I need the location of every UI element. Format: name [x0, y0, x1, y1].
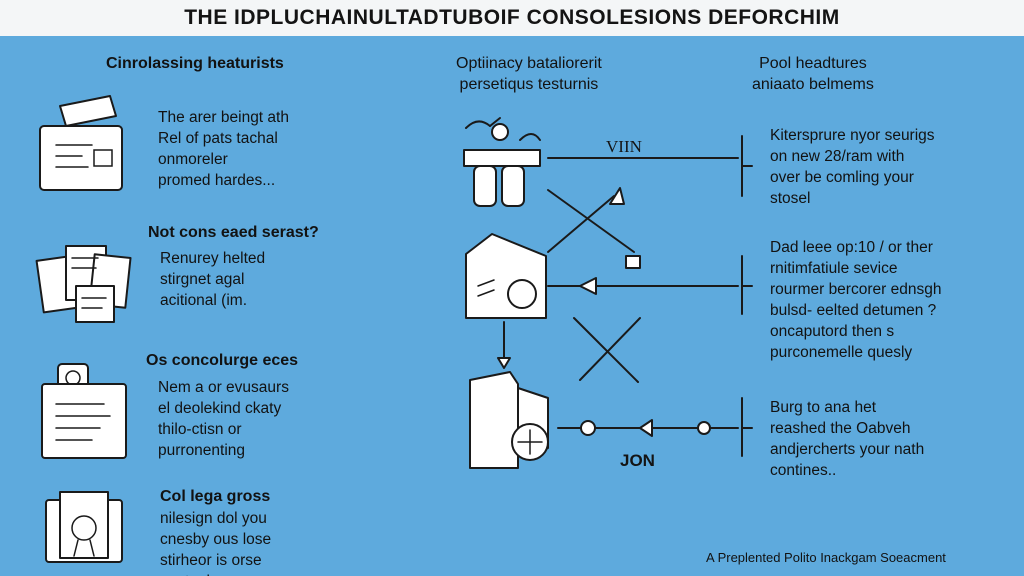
right-text-2: Dad leee op:10 / or ther rnitimfatiule s… — [770, 237, 941, 363]
right-header: Pool headtures aniaato belmems — [752, 53, 874, 95]
right-text-1: Kitersprure nyor seurigs on new 28/ram w… — [770, 125, 935, 209]
right-text-3: Burg to ana het reashed the Oabveh andje… — [770, 397, 924, 481]
left-text-2: Renurey helted stirgnet agal acitional (… — [160, 248, 265, 311]
left-text-2-line-1: Renurey helted — [160, 250, 266, 267]
left-text-1-line-2: Rel of pats tachal — [158, 130, 278, 147]
right-text-2-line-6: purconemelle quesly — [770, 344, 913, 361]
right-header-line-1: Pool headtures — [759, 55, 867, 72]
left-text-3-line-3: thilo-ctisn or — [158, 421, 242, 438]
left-text-3-line-2: el deolekind ckaty — [158, 400, 282, 417]
left-heading-1: Cinrolassing heaturists — [106, 55, 284, 72]
right-text-3-line-2: reashed the Oabveh — [770, 420, 911, 437]
left-text-4: nilesign dol you cnesby ous lose stirheo… — [160, 508, 271, 576]
filter-device-icon — [463, 117, 541, 207]
right-text-1-line-2: on new 28/ram with — [770, 148, 905, 165]
connector-label-top: VIIN — [606, 137, 642, 156]
document-tray-icon — [39, 95, 123, 191]
left-text-4-line-3: stirheor is orse — [160, 552, 262, 569]
left-text-2-line-3: acitional (im. — [160, 292, 247, 309]
footer-caption: A Preplented Polito Inackgam Soeacment — [706, 550, 946, 565]
left-text-4-line-4: contonls — [160, 571, 271, 576]
left-heading-3: Os concolurge eces — [146, 352, 299, 369]
left-text-1: The arer beingt ath Rel of pats tachal o… — [158, 107, 289, 191]
left-text-1-line-3: onmoreler — [158, 151, 228, 168]
right-text-3-line-4: contines.. — [770, 462, 837, 479]
left-text-3: Nem a or evusaurs el deolekind ckaty thi… — [158, 377, 289, 461]
paper-stack-icon — [35, 245, 132, 323]
connector-label-bottom: JON — [620, 451, 655, 470]
middle-header-line-2: persetiqus testurnis — [459, 76, 599, 93]
page-title: THE IDPLUCHAINULTADTUBOIF CONSOLESIONS D… — [184, 6, 840, 29]
certificate-icon — [45, 491, 123, 563]
right-text-1-line-3: over be comling your — [770, 169, 914, 186]
right-text-2-line-5: oncaputord then s — [770, 323, 895, 340]
house-gauge-icon — [465, 233, 547, 319]
machine-dial-icon — [469, 371, 549, 469]
clipboard-icon — [41, 363, 127, 459]
right-text-2-line-3: rourmer bercorer ednsgh — [770, 281, 942, 298]
right-text-3-line-1: Burg to ana het — [770, 399, 876, 416]
title-bar: THE IDPLUCHAINULTADTUBOIF CONSOLESIONS D… — [0, 0, 1024, 36]
left-text-3-line-4: purronenting — [158, 442, 246, 459]
right-header-line-2: aniaato belmems — [752, 76, 874, 93]
right-text-2-line-2: rnitimfatiule sevice — [770, 260, 898, 277]
left-text-4-line-2: cnesby ous lose — [160, 531, 272, 548]
left-text-2-line-2: stirgnet agal — [160, 271, 245, 288]
left-heading-2: Not cons eaed serast? — [148, 224, 319, 241]
middle-header: Optiinacy bataliorerit persetiqus testur… — [456, 53, 602, 95]
right-text-3-line-3: andjercherts your nath — [770, 441, 925, 458]
left-text-3-line-1: Nem a or evusaurs — [158, 379, 289, 396]
right-text-2-line-4: bulsd- eelted detumen ? — [770, 302, 937, 319]
left-text-4-line-1: nilesign dol you — [160, 510, 267, 527]
middle-header-line-1: Optiinacy bataliorerit — [456, 55, 602, 72]
left-heading-4: Col lega gross — [160, 488, 271, 505]
right-text-1-line-1: Kitersprure nyor seurigs — [770, 127, 935, 144]
right-text-1-line-4: stosel — [770, 190, 811, 207]
left-text-1-line-1: The arer beingt ath — [158, 109, 289, 126]
right-text-2-line-1: Dad leee op:10 / or ther — [770, 239, 933, 256]
left-text-1-line-4: promed hardes... — [158, 172, 276, 189]
